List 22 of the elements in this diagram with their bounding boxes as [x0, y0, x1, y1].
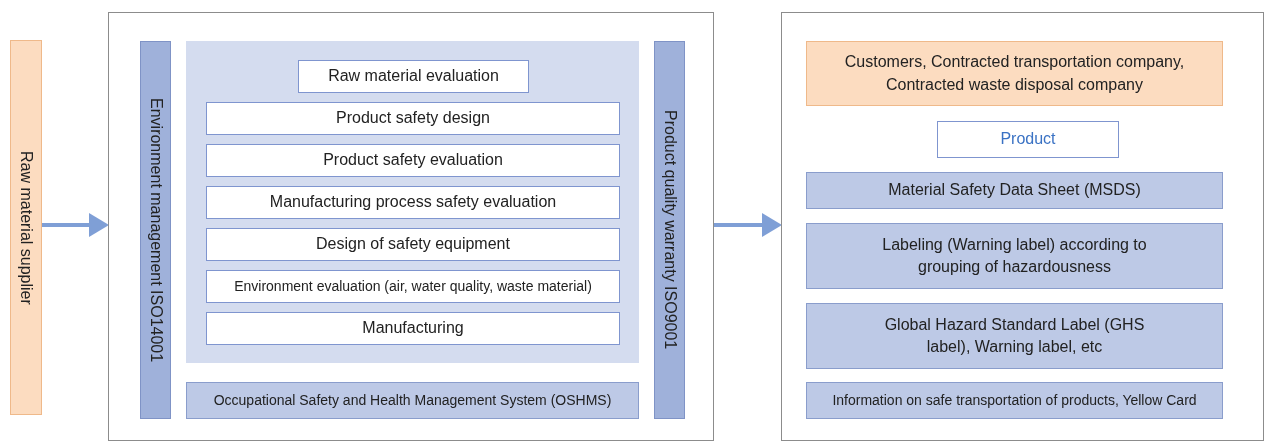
process-box: Environment evaluation (air, water quality, waste material)	[206, 270, 620, 303]
system-bar: Product quality warranty ISO9001	[654, 41, 685, 419]
info-box: Information on safe transportation of products, Yellow Card	[806, 382, 1223, 419]
supplier-bar: Raw material supplier	[10, 40, 42, 415]
process-box: Product safety design	[206, 102, 620, 135]
process-box: Product safety evaluation	[206, 144, 620, 177]
process-box: Design of safety equipment	[206, 228, 620, 261]
stakeholder-box: Customers, Contracted transportation company, Contracted waste disposal company	[806, 41, 1223, 106]
info-box: Labeling (Warning label) according to grouping of hazardousness	[806, 223, 1223, 289]
output-frame	[781, 12, 1264, 441]
process-box: Raw material evaluation	[298, 60, 529, 93]
process-frame	[108, 12, 714, 441]
product-box: Product	[937, 121, 1119, 158]
process-box: Manufacturing	[206, 312, 620, 345]
process-panel	[186, 41, 639, 363]
system-bar: Occupational Safety and Health Management System (OSHMS)	[186, 382, 639, 419]
system-bar: Environment management ISO14001	[140, 41, 171, 419]
process-box: Manufacturing process safety evaluation	[206, 186, 620, 219]
arrow	[714, 213, 782, 237]
info-box: Global Hazard Standard Label (GHS label), Warning label, etc	[806, 303, 1223, 369]
arrow	[42, 213, 109, 237]
info-box: Material Safety Data Sheet (MSDS)	[806, 172, 1223, 209]
